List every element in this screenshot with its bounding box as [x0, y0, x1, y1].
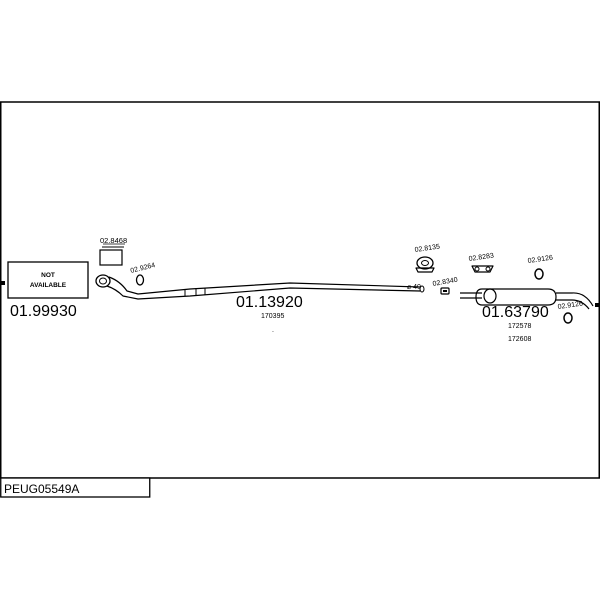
front-pipe-part-number: 01.13920	[236, 294, 303, 311]
ring-outer	[416, 256, 434, 270]
not-available-part: NOT AVAILABLE 01.99930	[7, 261, 89, 320]
rubber-upper-part: 02.9126	[527, 255, 553, 280]
hanger-part: 02.8283	[468, 253, 494, 273]
ring-part: 02.8135	[414, 244, 440, 273]
not-available-box	[7, 261, 89, 299]
not-available-line2: AVAILABLE	[30, 282, 67, 289]
rear-silencer-front-cap	[483, 288, 497, 304]
diameter-label: ⌀ 40	[407, 284, 421, 291]
rear-silencer-part-number: 01.63790	[482, 304, 549, 321]
hanger-hole-left	[474, 266, 480, 272]
hanger-shape	[471, 265, 494, 273]
rubber-lower-ref-label: 02.9126	[557, 301, 583, 311]
diagram-code: PEUG05549A	[4, 482, 79, 496]
front-clamp-part: 02.9264	[130, 262, 156, 286]
rear-silencer-sub-number-2: 172608	[508, 336, 531, 343]
rubber-lower-shape	[563, 312, 573, 324]
rear-silencer-tailpipe	[556, 292, 594, 310]
front-clamp-ring	[135, 274, 145, 286]
front-pipe-end	[419, 285, 425, 293]
front-pipe-flange	[95, 274, 111, 288]
not-available-part-number: 01.99930	[10, 303, 77, 320]
front-pipe-sub-number: 170395	[261, 313, 284, 320]
hanger-ref-label: 02.8283	[468, 253, 494, 263]
front-pipe-upper-edge	[108, 276, 421, 295]
ring-ref-label: 02.8135	[414, 244, 440, 254]
gasket-part: 02.8468	[99, 236, 127, 266]
left-end-marker	[1, 281, 5, 285]
rear-silencer	[460, 288, 594, 310]
rubber-upper-shape	[534, 268, 544, 280]
front-pipe-lower-edge	[106, 285, 421, 300]
gasket-shape	[99, 249, 123, 266]
mid-clamp-shape-2	[443, 290, 447, 292]
front-clamp-ref-label: 02.9264	[130, 262, 156, 275]
ring-inner	[421, 260, 429, 266]
gasket-ref-label: 02.8468	[100, 236, 127, 245]
mid-clamp-ref-label: 02.8340	[432, 277, 458, 288]
rubber-lower-part: 02.9126	[557, 301, 583, 324]
rubber-upper-ref-label: 02.9126	[527, 255, 553, 265]
right-end-marker	[595, 303, 599, 307]
mid-clamp-shape	[440, 287, 450, 295]
not-available-line1: NOT	[41, 272, 55, 279]
mid-clamp-part: 02.8340	[432, 277, 458, 295]
rear-silencer-sub-number-1: 172578	[508, 323, 531, 330]
hanger-hole-right	[485, 266, 491, 272]
front-pipe	[95, 274, 425, 300]
front-pipe-flange-inner	[99, 277, 107, 285]
rear-silencer-inlet-pipe	[460, 292, 482, 299]
ring-base	[415, 267, 435, 273]
front-pipe-dot: .	[272, 327, 274, 334]
diagram-code-box	[0, 477, 151, 498]
rear-silencer-body	[475, 288, 557, 306]
